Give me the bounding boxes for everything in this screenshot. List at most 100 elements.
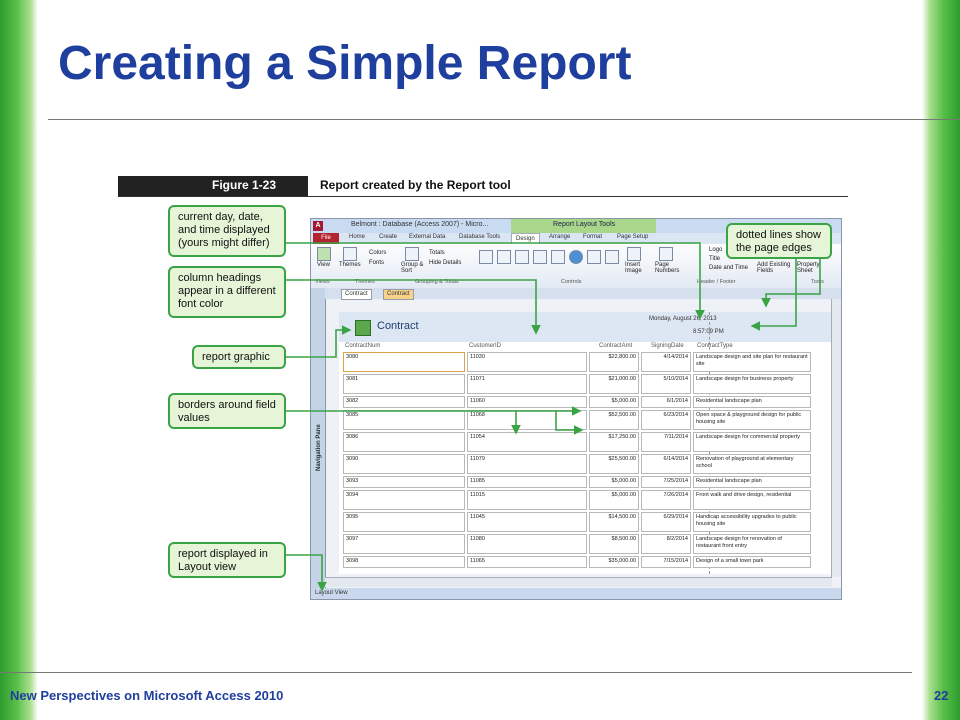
col-header-contractamt[interactable]: ContractAmt <box>599 343 633 349</box>
fonts-button[interactable]: Fonts <box>369 260 385 266</box>
report-date[interactable]: Monday, August 26, 2013 <box>649 316 717 322</box>
report-cell-contracttype[interactable]: Design of a small town park <box>693 556 811 568</box>
report-cell-contractnum[interactable]: 3093 <box>343 476 465 488</box>
insert-image-icon[interactable] <box>627 247 641 261</box>
tab-page-setup[interactable]: Page Setup <box>617 234 649 240</box>
group-sort-button[interactable]: Group & Sort <box>401 262 424 274</box>
report-cell-contractnum[interactable]: 3095 <box>343 512 465 532</box>
tab-control-icon[interactable] <box>551 250 565 264</box>
report-cell-contracttype[interactable]: Landscape design for commercial property <box>693 432 811 452</box>
navigation-pane[interactable]: Navigation Pane <box>311 288 326 588</box>
report-cell-contracttype[interactable]: Open space & playground design for publi… <box>693 410 811 430</box>
report-cell-contractamt[interactable]: $5,000.00 <box>589 476 639 488</box>
report-cell-contractamt[interactable]: $8,500.00 <box>589 534 639 554</box>
report-cell-signingdate[interactable]: 6/1/2014 <box>641 396 691 408</box>
report-cell-customerid[interactable]: 11030 <box>467 352 587 372</box>
property-sheet-button[interactable]: Property Sheet <box>797 262 820 274</box>
report-title[interactable]: Contract <box>377 320 419 332</box>
report-cell-signingdate[interactable]: 5/10/2014 <box>641 374 691 394</box>
report-cell-contracttype[interactable]: Residential landscape plan <box>693 396 811 408</box>
report-cell-contractnum[interactable]: 3090 <box>343 454 465 474</box>
report-cell-contractnum[interactable]: 3098 <box>343 556 465 568</box>
insert-image-button[interactable]: Insert Image <box>625 262 642 274</box>
doc-tab-contract-table[interactable]: Contract <box>341 289 372 300</box>
logo-button[interactable]: Logo <box>709 247 723 253</box>
report-cell-signingdate[interactable]: 7/11/2014 <box>641 432 691 452</box>
tab-home[interactable]: Home <box>349 234 366 240</box>
page-numbers-icon[interactable] <box>659 247 673 261</box>
report-cell-contractamt[interactable]: $35,000.00 <box>589 556 639 568</box>
group-sort-icon[interactable] <box>405 247 419 261</box>
col-header-contracttype[interactable]: ContractType <box>697 343 733 349</box>
report-cell-contractnum[interactable]: 3081 <box>343 374 465 394</box>
report-cell-contracttype[interactable]: Landscape design for renovation of resta… <box>693 534 811 554</box>
report-cell-signingdate[interactable]: 7/25/2014 <box>641 476 691 488</box>
navigation-control-icon[interactable] <box>587 250 601 264</box>
report-cell-contractamt[interactable]: $52,500.00 <box>589 410 639 430</box>
report-cell-contractamt[interactable]: $25,500.00 <box>589 454 639 474</box>
tab-arrange[interactable]: Arrange <box>549 234 571 240</box>
view-button[interactable]: View <box>317 262 330 268</box>
report-cell-contractnum[interactable]: 3082 <box>343 396 465 408</box>
tab-design[interactable]: Design <box>511 233 540 245</box>
tab-database-tools[interactable]: Database Tools <box>459 234 501 240</box>
report-cell-contractamt[interactable]: $14,500.00 <box>589 512 639 532</box>
label-icon[interactable] <box>515 250 529 264</box>
page-numbers-button[interactable]: Page Numbers <box>655 262 680 274</box>
view-icon[interactable] <box>317 247 331 261</box>
report-cell-customerid[interactable]: 11071 <box>467 374 587 394</box>
report-cell-customerid[interactable]: 11060 <box>467 396 587 408</box>
report-cell-signingdate[interactable]: 6/14/2014 <box>641 454 691 474</box>
hide-details-button[interactable]: Hide Details <box>429 260 462 266</box>
report-cell-signingdate[interactable]: 4/14/2014 <box>641 352 691 372</box>
col-header-customerid[interactable]: CustomerID <box>469 343 502 349</box>
report-cell-signingdate[interactable]: 7/15/2014 <box>641 556 691 568</box>
report-cell-contracttype[interactable]: Handicap accessibility upgrades to publi… <box>693 512 811 532</box>
themes-icon[interactable] <box>343 247 357 261</box>
tab-file[interactable]: File <box>313 233 339 244</box>
report-cell-customerid[interactable]: 11085 <box>467 476 587 488</box>
textbox-icon[interactable] <box>497 250 511 264</box>
colors-button[interactable]: Colors <box>369 250 387 256</box>
report-cell-contracttype[interactable]: Renovation of playground at elementary s… <box>693 454 811 474</box>
report-cell-customerid[interactable]: 11015 <box>467 490 587 510</box>
report-cell-customerid[interactable]: 11065 <box>467 556 587 568</box>
horizontal-scrollbar[interactable] <box>325 577 832 587</box>
totals-button[interactable]: Totals <box>429 250 445 256</box>
report-cell-signingdate[interactable]: 6/29/2014 <box>641 512 691 532</box>
report-cell-contracttype[interactable]: Landscape design for business property <box>693 374 811 394</box>
title-button[interactable]: Title <box>709 256 721 262</box>
tab-create[interactable]: Create <box>379 234 398 240</box>
report-cell-contractnum[interactable]: 3086 <box>343 432 465 452</box>
report-cell-signingdate[interactable]: 7/26/2014 <box>641 490 691 510</box>
doc-tab-contract-report[interactable]: Contract <box>383 289 414 300</box>
button-control-icon[interactable] <box>533 250 547 264</box>
report-cell-contractnum[interactable]: 3094 <box>343 490 465 510</box>
report-cell-customerid[interactable]: 11080 <box>467 534 587 554</box>
themes-button[interactable]: Themes <box>339 262 361 268</box>
add-existing-fields-button[interactable]: Add Existing Fields <box>757 262 791 274</box>
report-cell-contractnum[interactable]: 3097 <box>343 534 465 554</box>
tab-external-data[interactable]: External Data <box>409 234 446 240</box>
col-header-signingdate[interactable]: SigningDate <box>651 343 684 349</box>
report-cell-contracttype[interactable]: Landscape design and site plan for resta… <box>693 352 811 372</box>
hyperlink-icon[interactable] <box>569 250 583 264</box>
report-cell-customerid[interactable]: 11054 <box>467 432 587 452</box>
report-cell-customerid[interactable]: 11079 <box>467 454 587 474</box>
report-cell-signingdate[interactable]: 8/2/2014 <box>641 534 691 554</box>
report-cell-contractamt[interactable]: $5,000.00 <box>589 490 639 510</box>
report-cell-customerid[interactable]: 11045 <box>467 512 587 532</box>
option-group-icon[interactable] <box>605 250 619 264</box>
report-time[interactable]: 8:57:09 PM <box>693 329 724 335</box>
report-cell-contractamt[interactable]: $21,000.00 <box>589 374 639 394</box>
report-cell-signingdate[interactable]: 6/23/2014 <box>641 410 691 430</box>
tab-format[interactable]: Format <box>583 234 603 240</box>
date-time-button[interactable]: Date and Time <box>709 265 749 271</box>
report-cell-contractnum[interactable]: 3080 <box>343 352 465 372</box>
vertical-scrollbar[interactable] <box>831 299 841 577</box>
col-header-contractnum[interactable]: ContractNum <box>345 343 381 349</box>
report-cell-contractamt[interactable]: $22,800.00 <box>589 352 639 372</box>
report-cell-contracttype[interactable]: Residential landscape plan <box>693 476 811 488</box>
report-cell-contractamt[interactable]: $5,000.00 <box>589 396 639 408</box>
report-cell-contracttype[interactable]: Front walk and drive design, residential <box>693 490 811 510</box>
